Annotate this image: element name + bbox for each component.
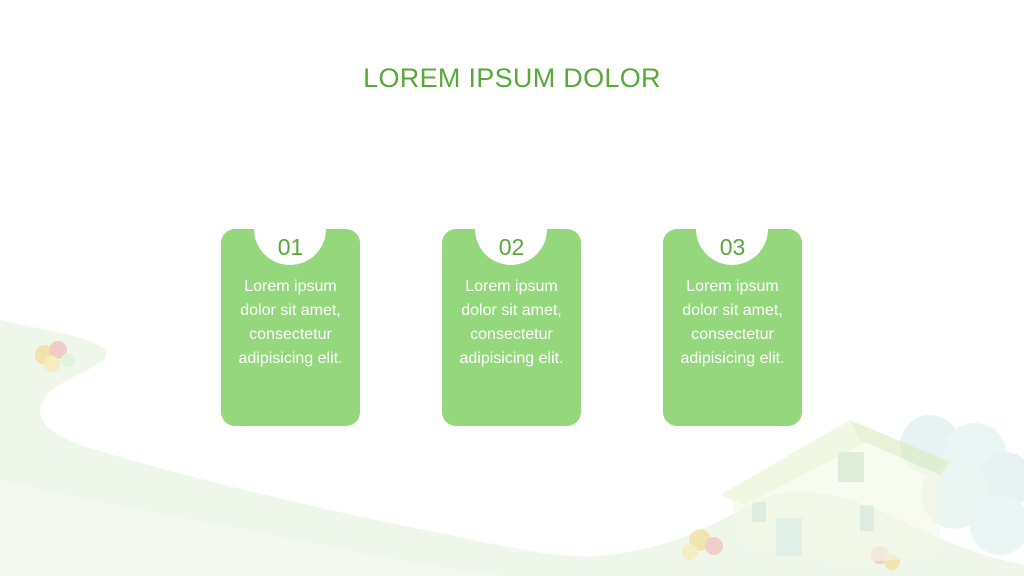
card-notch xyxy=(696,193,768,265)
step-number: 01 xyxy=(277,234,304,260)
step-description: Lorem ipsum dolor sit amet, consectetur … xyxy=(459,278,564,367)
step-number: 02 xyxy=(498,234,525,260)
card-notch xyxy=(254,193,326,265)
house-icon xyxy=(720,420,950,565)
flower-cluster-left-icon xyxy=(35,341,75,372)
step-card-2: 02 Lorem ipsum dolor sit amet, consectet… xyxy=(442,193,581,426)
slide-title: LOREM IPSUM DOLOR xyxy=(363,63,661,93)
step-number: 03 xyxy=(719,234,746,260)
step-card-3: 03 Lorem ipsum dolor sit amet, consectet… xyxy=(663,193,802,426)
card-notch xyxy=(475,193,547,265)
step-card-1: 01 Lorem ipsum dolor sit amet, consectet… xyxy=(221,193,360,426)
step-description: Lorem ipsum dolor sit amet, consectetur … xyxy=(680,278,785,367)
ground-wave-inner xyxy=(0,480,520,576)
step-description: Lorem ipsum dolor sit amet, consectetur … xyxy=(238,278,343,367)
